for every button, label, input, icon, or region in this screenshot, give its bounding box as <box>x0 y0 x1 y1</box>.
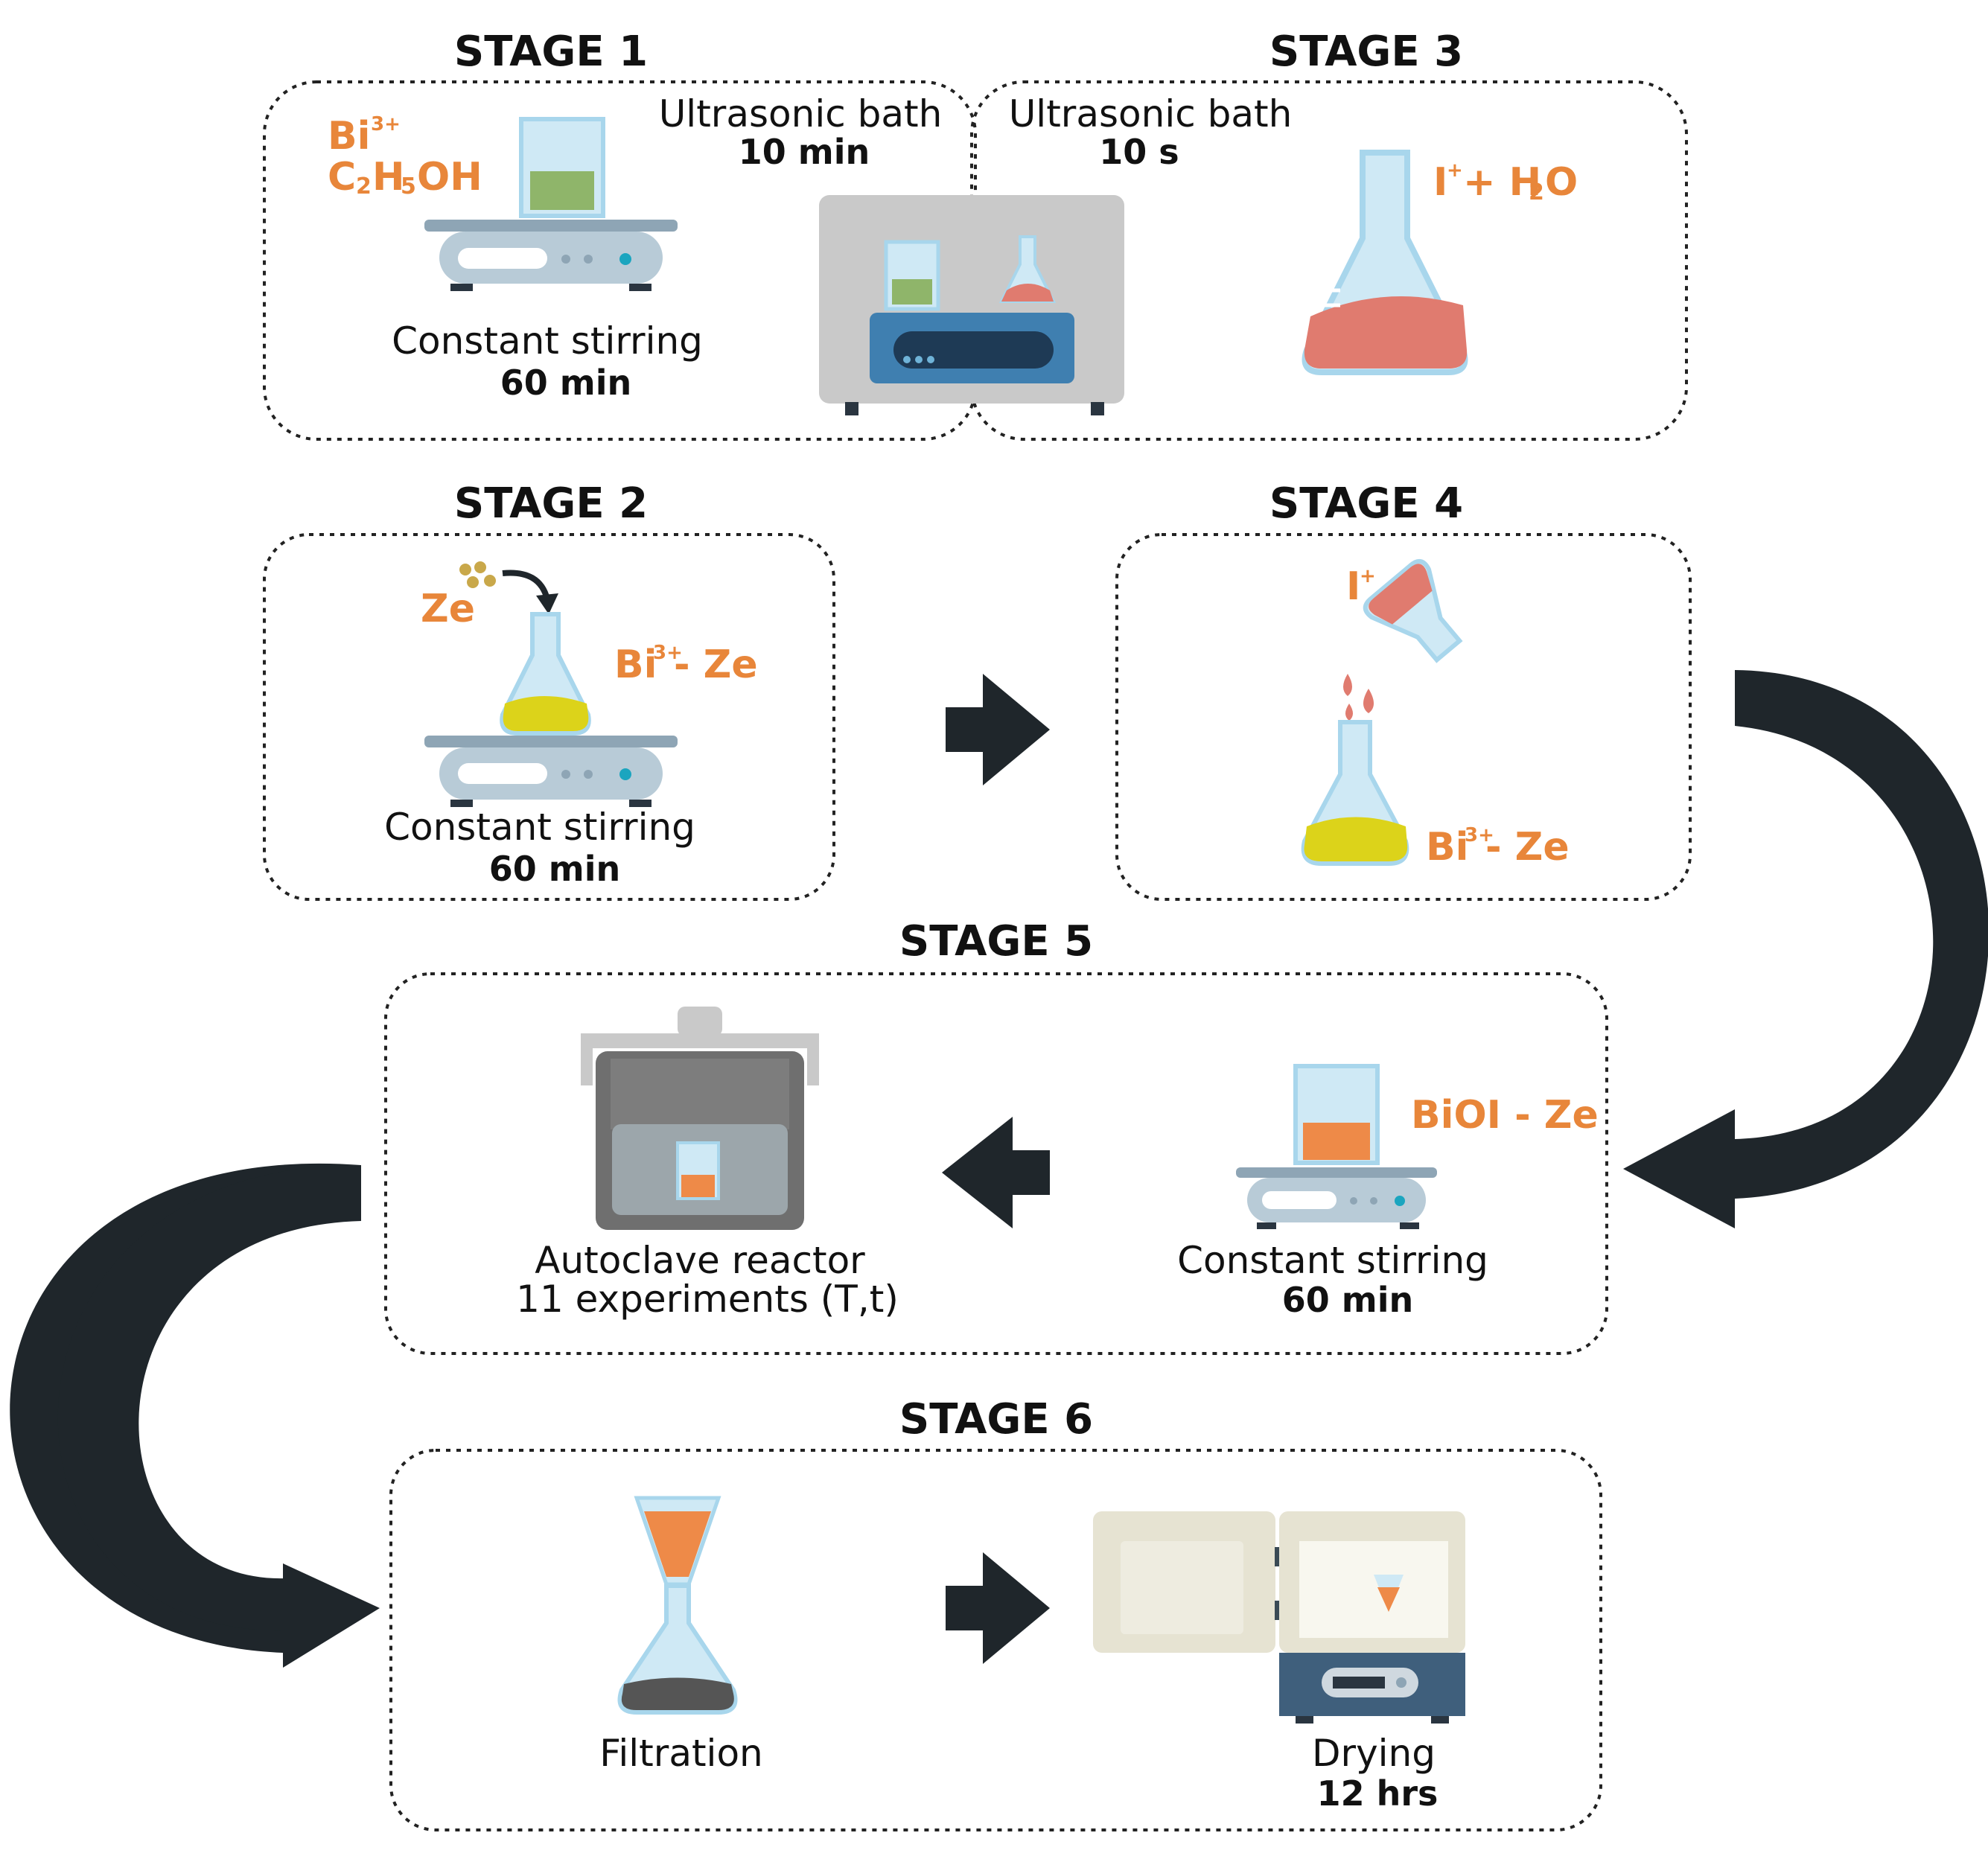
stage-2-mix-bi: Bi <box>614 642 657 687</box>
stage-1-bath-time: 10 min <box>739 132 870 172</box>
stage-6-filtration: Filtration <box>599 1732 762 1775</box>
stage-3-bath-label: Ultrasonic bath <box>1009 92 1293 135</box>
stage-4-title: STAGE 4 <box>1269 479 1463 528</box>
stage-3-water-o: O <box>1545 160 1578 205</box>
stage-5-stir-label: Constant stirring <box>1177 1239 1488 1282</box>
stage-3-bath-time: 10 s <box>1099 132 1179 172</box>
stage-4-mix-ze: - Ze <box>1485 825 1570 870</box>
stage-4-box <box>1115 533 1692 901</box>
stage-4-mix-charge: 3+ <box>1465 824 1494 846</box>
stage-3-plus-h: + H <box>1463 160 1541 205</box>
stage-1-stir-label: Constant stirring <box>392 319 703 363</box>
arrow-right-icon <box>946 674 1050 785</box>
ultrasonic-bath-icon <box>819 195 1124 415</box>
curved-arrow-right-icon <box>1623 670 1988 1228</box>
curved-arrow-left-icon <box>10 1163 380 1668</box>
stage-5-product: BiOI - Ze <box>1411 1093 1599 1138</box>
stage-1-bi-charge: 3+ <box>371 113 401 135</box>
arrow-left-icon <box>942 1117 1050 1228</box>
pouring-flask-icon <box>1343 558 1463 721</box>
stage-3-water-sub: 2 <box>1529 179 1544 205</box>
stage-1-bi: Bi <box>328 114 370 159</box>
stage-2-box <box>263 533 835 901</box>
stage-3-title: STAGE 3 <box>1269 28 1463 76</box>
receiving-flask-icon <box>1301 720 1409 866</box>
autoclave-reactor-icon <box>581 1007 819 1230</box>
stage-6-drying-time: 12 hrs <box>1317 1773 1439 1814</box>
stage-1-ethanol-oh: OH <box>417 155 482 200</box>
stage-2-stir-label: Constant stirring <box>384 806 695 849</box>
stage-3-iodide-charge: + <box>1447 159 1463 182</box>
stage-4-iodide: I <box>1346 564 1360 609</box>
flask-on-stirrer-icon <box>424 612 678 807</box>
stage-5-box <box>384 972 1608 1355</box>
stage-1-ethanol-c: C <box>328 155 356 200</box>
stage-1-title: STAGE 1 <box>454 28 648 76</box>
stage-5-title: STAGE 5 <box>899 917 1093 966</box>
stage-2-stir-time: 60 min <box>489 849 620 889</box>
stage-2-mix-charge: 3+ <box>653 642 683 664</box>
stage-5-stir-time: 60 min <box>1282 1280 1413 1320</box>
stage-1-stir-time: 60 min <box>500 363 631 403</box>
filtration-funnel-icon <box>617 1496 738 1715</box>
stage-5-stirrer-beaker-icon <box>1236 1064 1437 1229</box>
stage-5-autoclave-label: Autoclave reactor <box>535 1239 865 1282</box>
stage-2-mix-ze: - Ze <box>674 642 758 687</box>
stage-4-mix-bi: Bi <box>1426 825 1468 870</box>
stage-1-ethanol-h: H <box>372 155 405 200</box>
drying-oven-icon <box>1093 1511 1465 1724</box>
stage-6-drying: Drying <box>1312 1732 1436 1775</box>
arrow-right-icon-2 <box>946 1552 1050 1664</box>
stage-2-title: STAGE 2 <box>454 479 648 528</box>
stage-6-box <box>389 1449 1602 1831</box>
stage-4-iodide-charge: + <box>1360 565 1376 587</box>
stage-3-iodide: I <box>1433 160 1447 205</box>
stage-6-title: STAGE 6 <box>899 1395 1093 1444</box>
stage-1-bath-label: Ultrasonic bath <box>659 92 943 135</box>
stage-2-zeolite: Ze <box>421 587 475 631</box>
stage-1-ethanol-h-sub: 5 <box>401 173 416 200</box>
stage-5-autoclave-sub: 11 experiments (T,t) <box>516 1278 899 1321</box>
conical-flask-icon <box>1302 150 1468 375</box>
zeolite-particles-icon <box>459 561 558 614</box>
stirrer-beaker-icon <box>424 117 678 291</box>
stage-1-ethanol-c-sub: 2 <box>356 173 372 200</box>
